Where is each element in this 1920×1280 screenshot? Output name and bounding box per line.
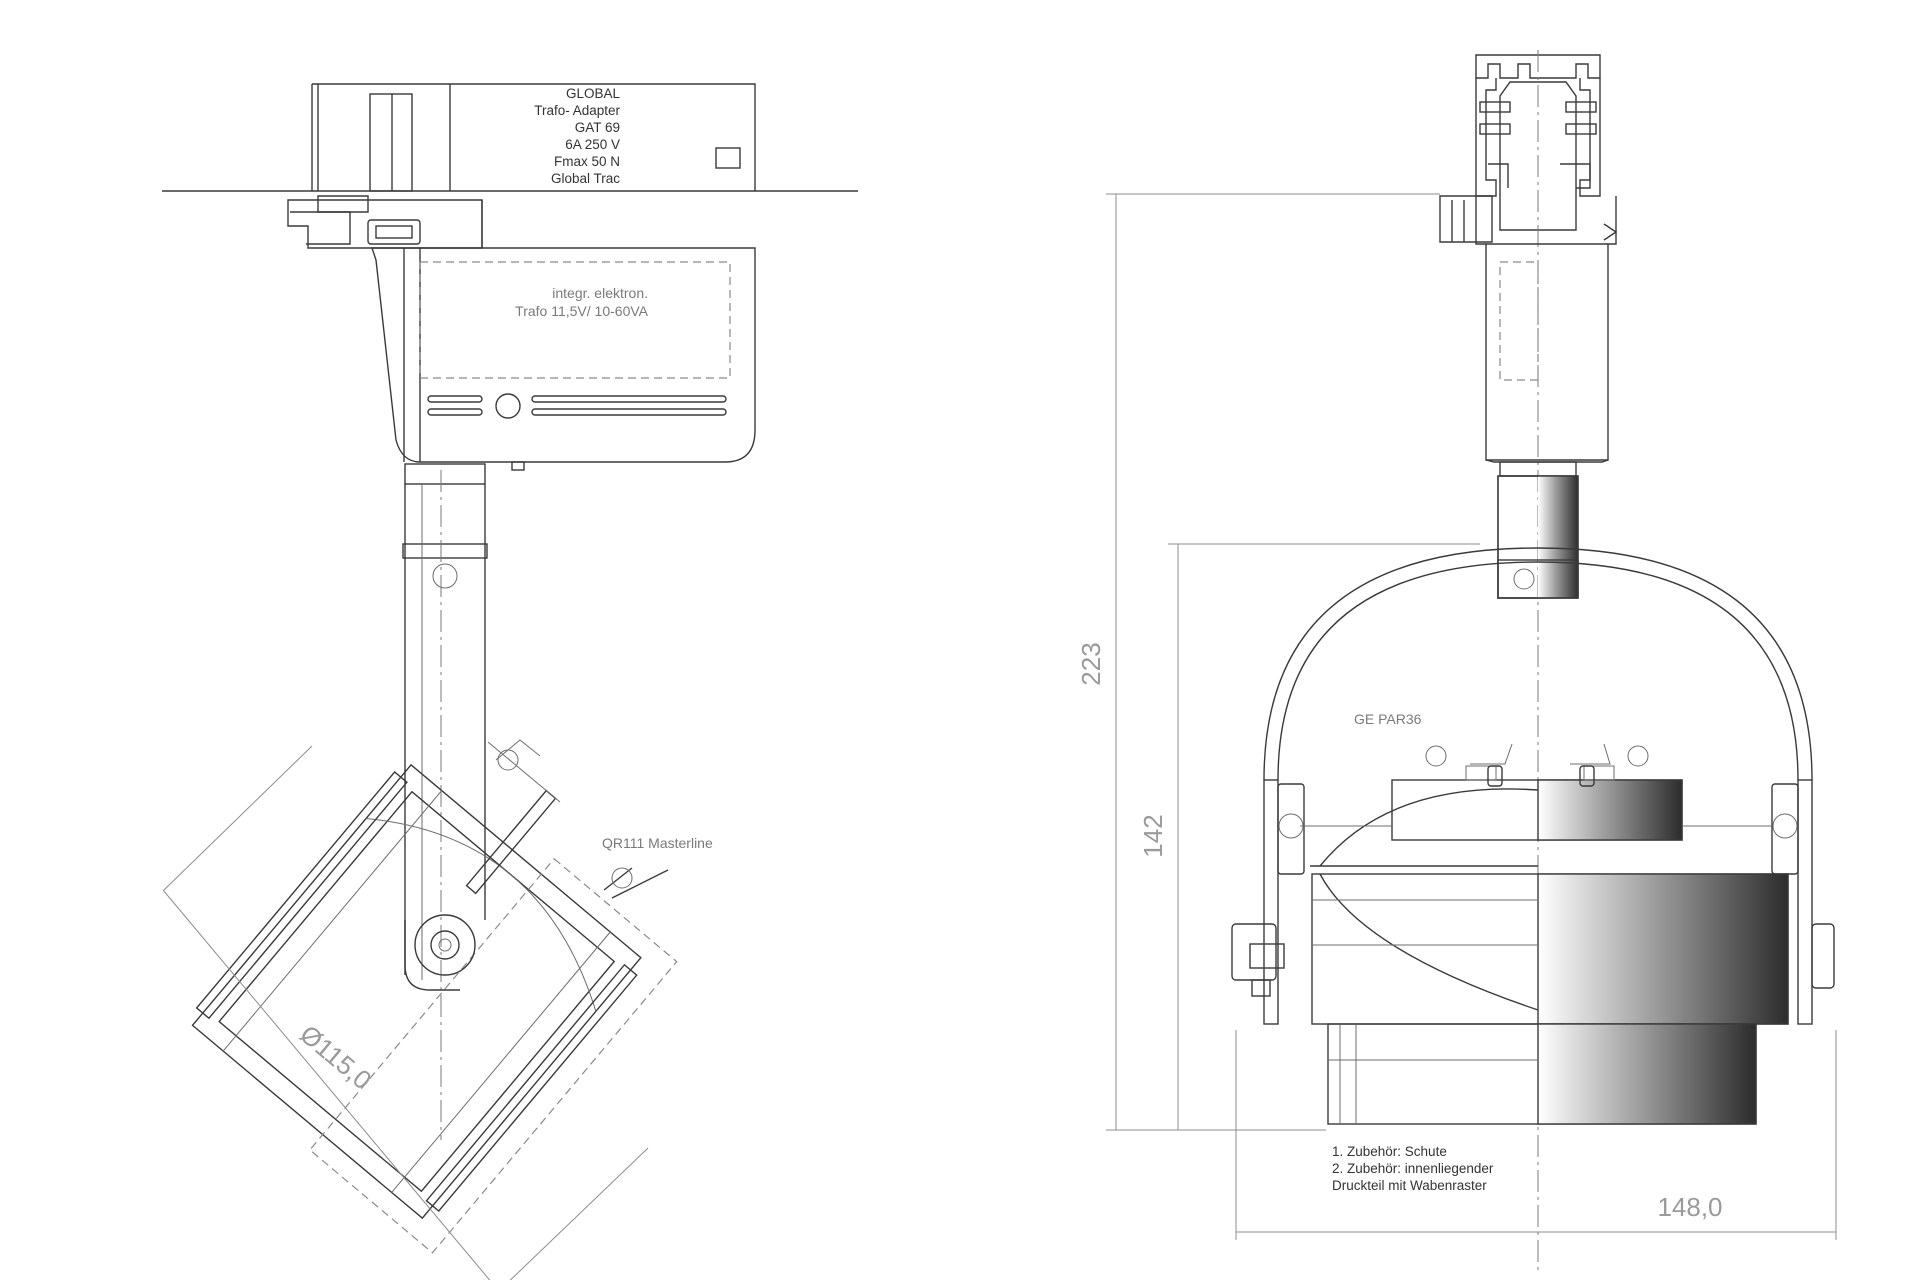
adapter-label-line6: Global Trac bbox=[551, 171, 620, 186]
adapter-label-line4: 6A 250 V bbox=[565, 137, 620, 152]
dimension-lines bbox=[1106, 193, 1837, 1240]
side-brackets bbox=[1231, 783, 1835, 997]
pivot-joint bbox=[414, 914, 476, 976]
transformer-label-line2: Trafo 11,5V/ 10-60VA bbox=[515, 303, 648, 319]
tilted-lamp-head bbox=[191, 763, 678, 1254]
stem bbox=[402, 463, 488, 1140]
adapter-label-line5: Fmax 50 N bbox=[554, 154, 620, 169]
side-view: GLOBAL Trafo- Adapter GAT 69 6A 250 V Fm… bbox=[162, 83, 858, 1280]
note-line3: Druckteil mit Wabenraster bbox=[1332, 1178, 1487, 1193]
lamp-label-right: GE PAR36 bbox=[1354, 711, 1422, 727]
adapter-button bbox=[495, 393, 521, 419]
transformer-label: integr. elektron. Trafo 11,5V/ 10-60VA bbox=[515, 285, 648, 319]
front-view: GE PAR36 223 142 148,0 1. Zubehör: Schut… bbox=[1076, 50, 1837, 1270]
adapter-label-line3: GAT 69 bbox=[575, 120, 620, 135]
height-total-label: 223 bbox=[1076, 642, 1106, 685]
lamp-clip bbox=[465, 739, 669, 899]
diameter-label: Ø115,0 bbox=[294, 1019, 377, 1096]
yoke bbox=[1263, 547, 1813, 1025]
note-line1: 1. Zubehör: Schute bbox=[1332, 1144, 1447, 1159]
height-head-label: 142 bbox=[1138, 814, 1168, 857]
lamp-housing bbox=[1310, 743, 1789, 1125]
adapter-window bbox=[715, 147, 741, 169]
adapter-label-line1: GLOBAL bbox=[566, 86, 621, 101]
front-stem bbox=[1497, 461, 1579, 599]
transformer-outline bbox=[419, 261, 731, 379]
width-label: 148,0 bbox=[1657, 1192, 1722, 1222]
adapter-front bbox=[1439, 195, 1618, 463]
transformer-label-line1: integr. elektron. bbox=[552, 285, 648, 301]
accessory-notes: 1. Zubehör: Schute 2. Zubehör: innenlieg… bbox=[1332, 1144, 1494, 1193]
adapter-housing bbox=[287, 83, 756, 471]
note-line2: 2. Zubehör: innenliegender bbox=[1332, 1161, 1494, 1176]
adapter-label-line2: Trafo- Adapter bbox=[534, 103, 620, 118]
lamp-label-left: QR111 Masterline bbox=[602, 835, 713, 851]
adapter-label: GLOBAL Trafo- Adapter GAT 69 6A 250 V Fm… bbox=[534, 86, 620, 186]
